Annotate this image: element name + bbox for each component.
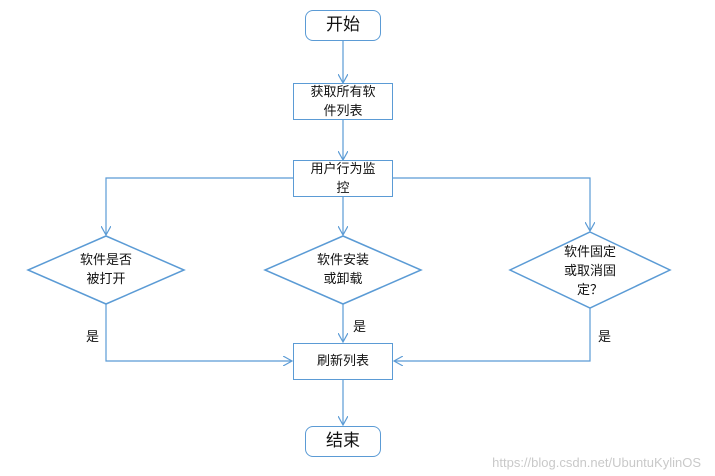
refresh-node: 刷新列表: [293, 343, 393, 380]
decision-pin-text: 软件固定 或取消固 定？: [563, 244, 616, 298]
edge-label-pin-yes: 是: [598, 330, 612, 345]
start-node: 开始: [305, 10, 381, 41]
edge-label-install-yes: 是: [353, 320, 367, 335]
decision-install-text: 软件安装 或卸载: [316, 253, 369, 287]
edge-label-opened-yes: 是: [86, 330, 100, 345]
decision-opened-text: 软件是否 被打开: [79, 253, 132, 287]
get-list-node: 获取所有软 件列表: [293, 83, 393, 120]
edge-pin-to-refresh: [395, 308, 591, 361]
edge-opened-to-refresh: [105, 304, 291, 361]
edge-monitor-to-opened: [106, 177, 293, 234]
edge-monitor-to-pin: [393, 177, 590, 230]
end-node: 结束: [305, 426, 381, 457]
watermark: https://blog.csdn.net/UbuntuKylinOS: [492, 455, 701, 470]
monitor-node: 用户行为监 控: [293, 160, 393, 197]
